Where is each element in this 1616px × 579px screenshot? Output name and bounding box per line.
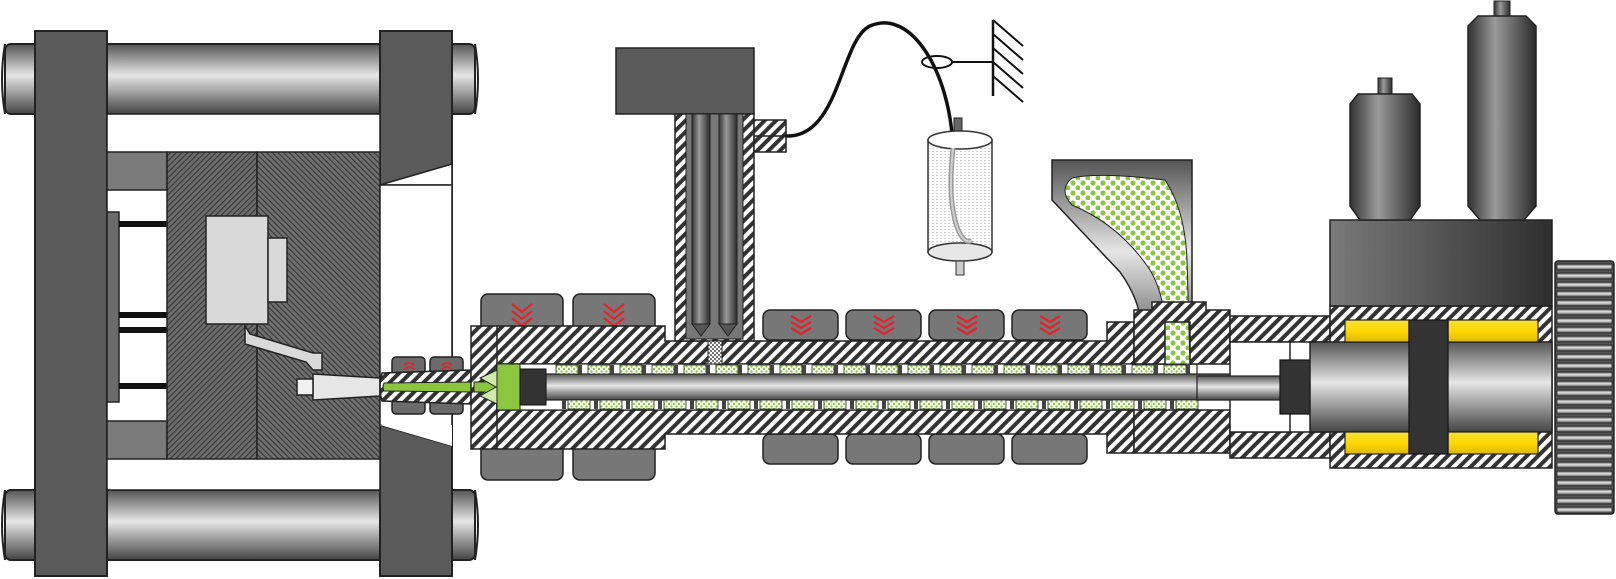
hydraulic-drive xyxy=(1196,0,1553,469)
screw-flight xyxy=(983,399,1007,410)
screw-flight xyxy=(567,399,591,410)
piston-chamber-br xyxy=(1447,431,1539,455)
screw-flight xyxy=(1035,364,1059,375)
injector-head xyxy=(615,47,755,115)
heat-wave-icon xyxy=(441,362,453,370)
heater-bands-top xyxy=(480,293,1088,341)
nozzle xyxy=(379,356,475,415)
screw-flight xyxy=(1175,399,1199,410)
screw-flight xyxy=(823,399,847,410)
clamping-unit xyxy=(1,30,479,577)
screw-flight xyxy=(939,364,963,375)
valve-small xyxy=(1349,77,1421,221)
gas-cylinder xyxy=(927,117,993,276)
screw-flight xyxy=(811,364,835,375)
screw-flight xyxy=(555,364,579,375)
injector-filter xyxy=(707,340,723,365)
tie-bar-lower xyxy=(1,489,479,561)
screw-flight xyxy=(1131,364,1155,375)
piston-chamber-tl xyxy=(1344,319,1410,343)
ejector-plate xyxy=(106,211,120,403)
heat-wave-icon xyxy=(403,362,415,370)
screw-flight xyxy=(971,364,995,375)
screw-core xyxy=(545,373,1281,401)
mould-runner xyxy=(244,323,323,371)
valve-block xyxy=(1329,219,1553,307)
screw-flight xyxy=(843,364,867,375)
hopper xyxy=(1051,159,1231,454)
valve-large xyxy=(1467,0,1537,221)
screw-flight xyxy=(1047,399,1071,410)
rear-platen xyxy=(34,30,108,577)
screw-flight xyxy=(663,399,687,410)
screw-flight xyxy=(1111,399,1135,410)
screw-flight xyxy=(747,364,771,375)
sprue-bush xyxy=(312,373,381,401)
screw-flight xyxy=(1079,399,1103,410)
gas-line xyxy=(785,21,955,149)
screw-flight xyxy=(1163,364,1187,375)
screw-flight xyxy=(791,399,815,410)
screw-flight xyxy=(759,399,783,410)
mould-fixed-half xyxy=(256,151,381,460)
nozzle-melt xyxy=(382,381,475,393)
screw-flight xyxy=(1143,399,1167,410)
screw-flight xyxy=(619,364,643,375)
screw-flight xyxy=(919,399,943,410)
screw-flight xyxy=(715,364,739,375)
screw-flight xyxy=(907,364,931,375)
piston-rod xyxy=(1196,375,1288,401)
check-ring xyxy=(519,368,547,406)
barrel xyxy=(470,293,1281,481)
screw-flight xyxy=(1067,364,1091,375)
screw-flight xyxy=(1003,364,1027,375)
piston-chamber-bl xyxy=(1344,431,1410,455)
piston-chamber-tr xyxy=(1447,319,1539,343)
ground-icon xyxy=(921,19,1024,103)
mould-cavity xyxy=(205,215,269,325)
screw-flight xyxy=(779,364,803,375)
screw-flight xyxy=(875,364,899,375)
screw-flight xyxy=(1015,399,1039,410)
screw-flight xyxy=(727,399,751,410)
screw-flight xyxy=(683,364,707,375)
screw-flight xyxy=(695,399,719,410)
screw-flight xyxy=(599,399,623,410)
moving-platen-bottom xyxy=(106,420,168,460)
screw-flights xyxy=(555,364,1199,410)
heater-bands-bottom xyxy=(480,433,1088,481)
screw-flight xyxy=(951,399,975,410)
moving-platen-top xyxy=(106,151,168,191)
tie-bar-upper xyxy=(1,43,479,115)
motor xyxy=(1554,260,1615,515)
gas-injector xyxy=(615,21,955,365)
screw-flight xyxy=(651,364,675,375)
screw-flight xyxy=(855,399,879,410)
heat-wave-icons xyxy=(511,303,1061,336)
screw-flight xyxy=(587,364,611,375)
screw-flight xyxy=(631,399,655,410)
screw-flight xyxy=(887,399,911,410)
screw-flight xyxy=(1099,364,1123,375)
